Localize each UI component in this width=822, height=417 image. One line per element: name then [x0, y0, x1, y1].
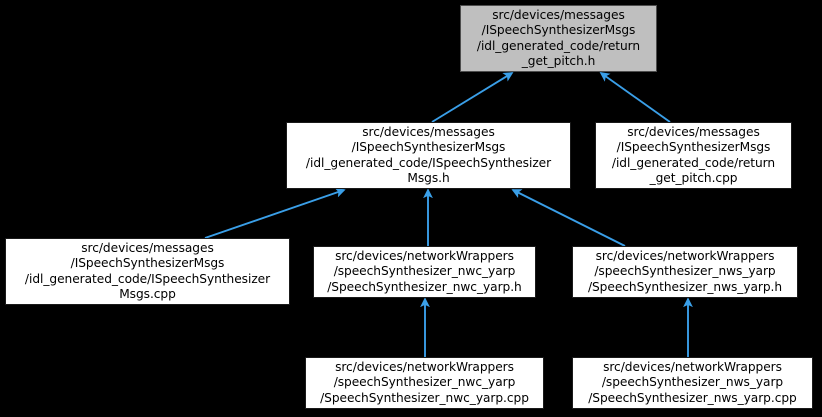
graph-edge: [431, 72, 514, 123]
graph-node-SpeechSynthesizer_nwc_yarp_cpp[interactable]: src/devices/networkWrappers /speechSynth…: [305, 357, 544, 409]
graph-node-label: src/devices/messages /ISpeechSynthesizer…: [24, 240, 271, 301]
graph-node-label: src/devices/networkWrappers /speechSynth…: [327, 248, 522, 294]
graph-node-return_get_pitch_h: src/devices/messages /ISpeechSynthesizer…: [460, 5, 657, 72]
graph-node-label: src/devices/messages /ISpeechSynthesizer…: [305, 124, 552, 185]
graph-edge: [204, 187, 346, 239]
graph-node-label: src/devices/messages /ISpeechSynthesizer…: [611, 124, 776, 185]
graph-edge: [511, 189, 626, 247]
graph-node-SpeechSynthesizer_nws_yarp_cpp[interactable]: src/devices/networkWrappers /speechSynth…: [572, 357, 813, 409]
graph-node-label: src/devices/messages /ISpeechSynthesizer…: [476, 7, 641, 68]
graph-node-label: src/devices/networkWrappers /speechSynth…: [588, 359, 797, 405]
graph-node-label: src/devices/networkWrappers /speechSynth…: [320, 359, 529, 405]
graph-edge: [599, 72, 671, 123]
graph-node-return_get_pitch_cpp[interactable]: src/devices/messages /ISpeechSynthesizer…: [595, 122, 792, 189]
graph-node-SpeechSynthesizer_nwc_yarp_h[interactable]: src/devices/networkWrappers /speechSynth…: [313, 246, 536, 298]
graph-node-label: src/devices/networkWrappers /speechSynth…: [587, 248, 783, 294]
graph-node-SpeechSynthesizer_nws_yarp_h[interactable]: src/devices/networkWrappers /speechSynth…: [572, 246, 798, 298]
graph-node-ISpeechSynthesizerMsgs_h[interactable]: src/devices/messages /ISpeechSynthesizer…: [286, 122, 571, 189]
graph-node-ISpeechSynthesizerMsgs_cpp[interactable]: src/devices/messages /ISpeechSynthesizer…: [5, 238, 290, 305]
